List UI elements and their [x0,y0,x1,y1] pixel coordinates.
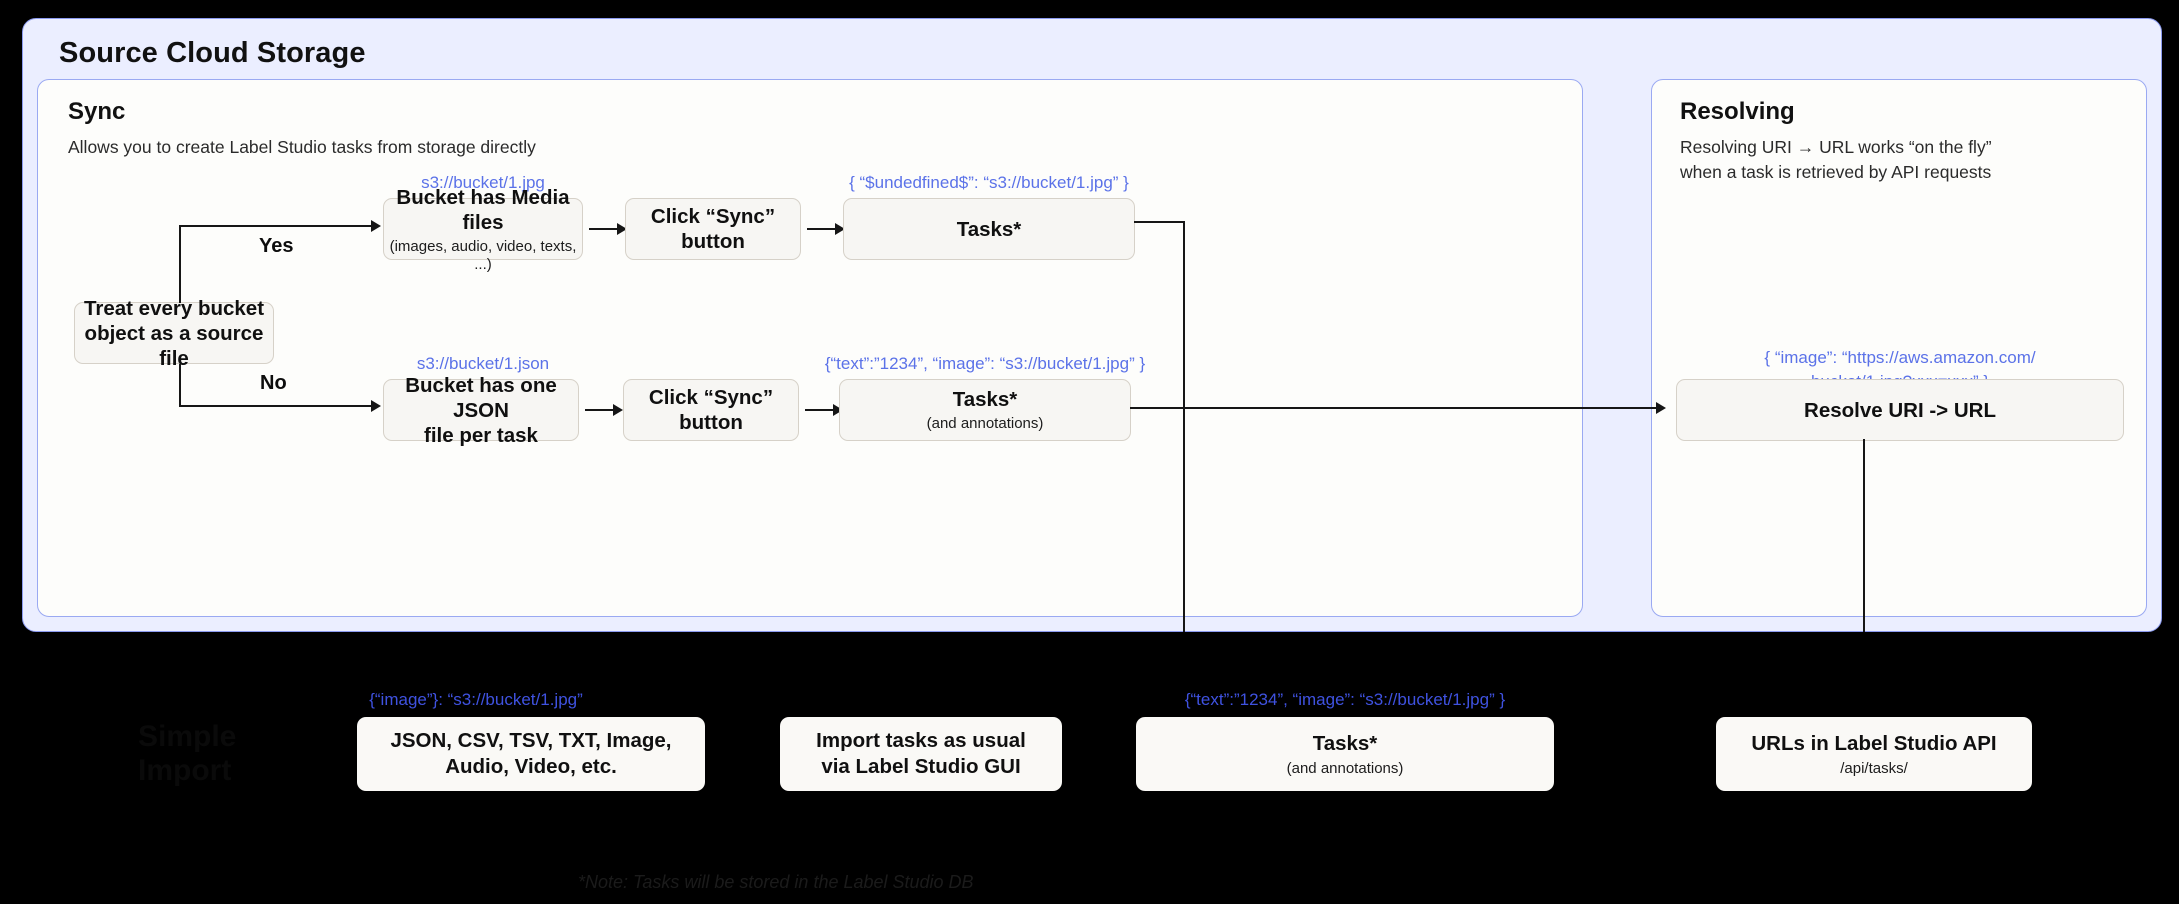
simple-import-label: Simple Import [138,720,308,787]
tasks-bottom-connector-arrowhead [1656,402,1666,414]
row1-source-title: Bucket has Media files [396,185,570,234]
row2-arrow-1 [585,404,623,416]
row2-result-sub: (and annotations) [926,415,1044,432]
formats-title2: Audio, Video, etc. [445,755,617,778]
row1-source-sub: (images, audio, video, texts, ...) [389,237,577,273]
formats-title: JSON, CSV, TSV, TXT, Image, [390,729,672,753]
simple-import-line2: Import [138,753,232,787]
sync-title: Sync [68,98,126,125]
row1-result-code: { “$undedfined$”: “s3://bucket/1.jpg” } [849,173,1129,192]
row1-action-label: Click “Sync” button [650,205,776,253]
branch-label-yes: Yes [259,235,294,257]
row2-uri-label: s3://bucket/1.json [416,354,550,373]
api-sub: /api/tasks/ [1840,759,1908,777]
resolve-uri-to-url-box[interactable]: Resolve URI -> URL [1676,379,2124,441]
formats-code-label: {“image”}: “s3://bucket/1.jpg” [369,690,583,709]
simple-import-line1: Simple [138,720,237,753]
decision-box[interactable]: Treat every bucket object as a source fi… [74,297,274,370]
resolving-subtitle-line2: when a task is retrieved by API requests [1680,162,1992,182]
decision-line2: object as a source file [84,321,264,370]
row1-action-box[interactable]: Click “Sync” button [625,198,801,260]
row2-action-label: Click “Sync” button [648,386,774,434]
row1-uri-label: s3://bucket/1.jpg [421,173,545,192]
simple-import-tasks-code: {“text”:”1234”, “image”: “s3://bucket/1.… [1184,690,1506,709]
row2-result-code: {“text”:”1234”, “image”: “s3://bucket/1.… [824,354,1146,373]
yes-branch-vline [179,225,181,303]
import-title: Import tasks as usual [816,729,1026,753]
import-tasks-box[interactable]: Import tasks as usual via Label Studio G… [780,717,1062,791]
branch-label-no: No [260,372,287,394]
resolving-title: Resolving [1680,98,1795,125]
no-branch-arrowhead [371,400,381,412]
tasks-top-connector-vline [1183,221,1185,633]
row2-result-box[interactable]: Tasks* (and annotations) [839,379,1131,441]
row1-arrow-1 [589,223,627,235]
row1-arrow-2 [807,223,845,235]
formats-box[interactable]: JSON, CSV, TSV, TXT, Image, Audio, Video… [357,717,705,791]
simple-import-tasks-box[interactable]: Tasks* (and annotations) [1136,717,1554,791]
tasks-bottom-connector-hline [1130,407,1664,409]
resolve-box-label: Resolve URI -> URL [1804,398,1996,422]
simple-import-tasks-title: Tasks* [1312,732,1378,756]
api-urls-box[interactable]: URLs in Label Studio API /api/tasks/ [1716,717,2032,791]
source-cloud-storage-panel: Source Cloud Storage Sync Allows you to … [22,18,2162,633]
row1-result-box[interactable]: Tasks* [843,198,1135,260]
simple-import-tasks-sub: (and annotations) [1286,759,1404,777]
import-title2: via Label Studio GUI [821,755,1021,778]
page-title: Source Cloud Storage [59,37,366,69]
resolving-subtitle-line1: Resolving URI → URL works “on the fly” [1680,137,1992,157]
no-branch-vline [179,364,181,407]
row2-source-title: Bucket has one JSON [405,373,557,422]
resolving-card: Resolving Resolving URI → URL works “on … [1651,79,2147,617]
no-branch-hline [179,405,379,407]
footnote: *Note: Tasks will be stored in the Label… [578,872,974,892]
row2-source-title2: file per task [424,423,538,447]
sync-subtitle: Allows you to create Label Studio tasks … [68,137,536,157]
row2-action-box[interactable]: Click “Sync” button [623,379,799,441]
resolving-code-line1: { “image”: “https://aws.amazon.com/ [1764,348,2036,367]
row2-source-box[interactable]: Bucket has one JSON file per task [383,374,579,447]
simple-import-section: Simple Import {“image”}: “s3://bucket/1.… [0,632,2179,904]
tasks-top-connector-hline [1134,221,1185,223]
row2-arrow-2 [805,404,843,416]
yes-branch-arrowhead [371,220,381,232]
row1-source-box[interactable]: Bucket has Media files (images, audio, v… [383,186,583,273]
yes-branch-hline [179,225,379,227]
sync-card: Sync Allows you to create Label Studio t… [37,79,1583,617]
api-title: URLs in Label Studio API [1751,732,1997,756]
resolve-down-connector-vline [1863,439,1865,633]
row2-result-title: Tasks* [952,388,1018,411]
decision-line1: Treat every bucket [83,296,265,320]
row1-result-title: Tasks* [956,217,1022,241]
